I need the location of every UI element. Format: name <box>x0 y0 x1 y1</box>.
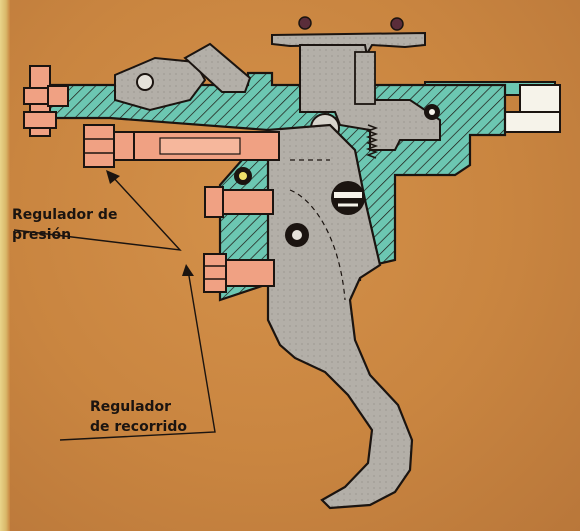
travel-regulator-label: Regulador de recorrido <box>90 397 187 437</box>
pressure-label-line1: Regulador de <box>12 207 118 223</box>
lower-pin <box>285 223 309 247</box>
white-tab-upper <box>519 84 561 114</box>
knob-bolt-left <box>298 16 312 30</box>
travel-label-line1: Regulador <box>90 399 172 415</box>
pressure-label-line2: presión <box>12 227 72 243</box>
page-edge <box>0 0 10 531</box>
sear-post <box>354 51 376 105</box>
pressure-leader <box>13 170 182 251</box>
small-pin <box>234 167 252 185</box>
knob-bolt-right <box>390 17 404 31</box>
travel-leader <box>59 264 216 441</box>
trigger-pivot-pin <box>331 181 365 215</box>
sear-linkage <box>114 42 252 112</box>
pressure-regulator-label: Regulador de presión <box>12 205 117 245</box>
travel-regulator-screw <box>203 253 275 293</box>
white-tab-lower <box>499 111 561 133</box>
trigger-blade <box>266 123 414 510</box>
sear-spring <box>365 124 379 159</box>
travel-label-line2: de recorrido <box>90 419 187 435</box>
top-left-screw <box>23 65 69 137</box>
sear-pivot-pin <box>136 73 154 91</box>
pressure-regulator-screw <box>83 124 280 168</box>
middle-screw <box>204 186 274 218</box>
